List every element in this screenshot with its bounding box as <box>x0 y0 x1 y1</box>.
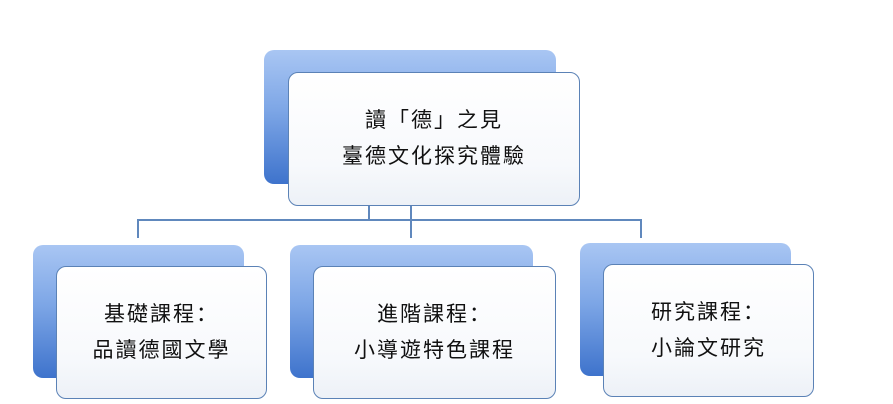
connector-left-drop <box>137 219 139 238</box>
advanced-course-subtitle: 小導遊特色課程 <box>354 337 515 362</box>
advanced-course-title: 進階課程： <box>377 301 492 326</box>
research-course-subtitle: 小論文研究 <box>651 335 766 360</box>
research-course-title: 研究課程： <box>651 299 766 324</box>
connector-bar <box>137 219 642 221</box>
root-node-subtitle: 臺德文化探究體驗 <box>342 144 526 168</box>
basic-course-title: 基礎課程： <box>104 301 219 326</box>
basic-course-node: 基礎課程： 品讀德國文學 <box>56 266 267 399</box>
advanced-course-node: 進階課程： 小導遊特色課程 <box>313 266 556 399</box>
connector-root-stem <box>368 206 370 220</box>
connector-right-drop <box>640 219 642 238</box>
root-node-title: 讀「德」之見 <box>365 108 503 133</box>
connector-center-stem <box>410 206 412 238</box>
root-node: 讀「德」之見 臺德文化探究體驗 <box>288 72 580 206</box>
basic-course-subtitle: 品讀德國文學 <box>92 337 231 362</box>
research-course-node: 研究課程： 小論文研究 <box>603 264 814 397</box>
